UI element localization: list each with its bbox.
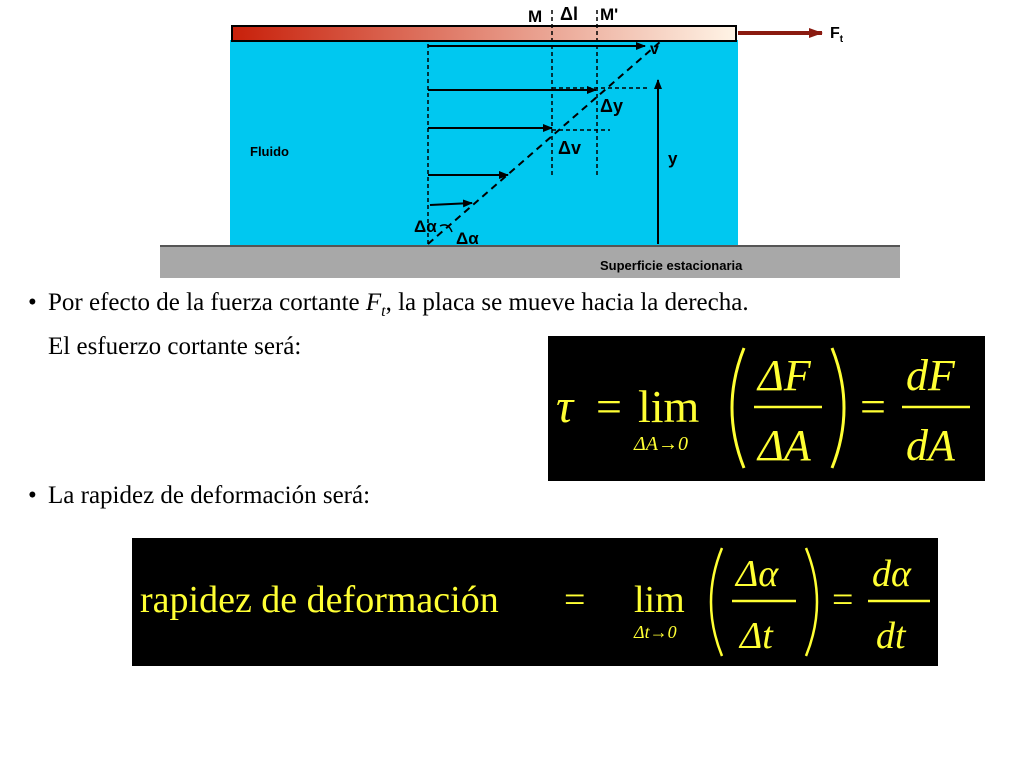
label-delta-y: Δy	[600, 96, 623, 116]
velocity-profile-line	[427, 41, 661, 245]
eq1-den: ΔA	[756, 421, 812, 470]
stationary-surface	[160, 246, 900, 278]
label-y: y	[668, 149, 678, 168]
eq1-left-paren	[730, 347, 746, 469]
label-surface: Superficie estacionaria	[600, 258, 743, 273]
bullet-1-var: F	[365, 289, 382, 316]
label-M-prime: M'	[600, 5, 618, 24]
eq1-dden: dA	[906, 421, 956, 470]
eq1-equals: =	[596, 381, 622, 432]
label-v: v	[650, 41, 659, 58]
label-force: Ft	[830, 25, 844, 45]
bullet-1-line-1: Por efecto de la fuerza cortante Ft, la …	[48, 288, 749, 327]
label-delta-l: Δl	[560, 4, 578, 24]
eq2-left-paren	[709, 547, 724, 657]
eq2-dden: dt	[876, 615, 907, 657]
bullet-1-text-post: , la placa se mueve hacia la derecha.	[385, 289, 749, 316]
eq1-equals2: =	[860, 381, 886, 432]
bullet-2-line-1: La rapidez de deformación será:	[48, 482, 371, 509]
label-M: M	[528, 7, 542, 26]
eq2-num: Δα	[734, 553, 779, 595]
bullet-1-text-pre: Por efecto de la fuerza cortante	[48, 289, 366, 316]
eq1-dnum: dF	[906, 351, 956, 400]
eq1-num: ΔF	[756, 351, 812, 400]
eq2-equals: =	[564, 579, 585, 621]
eq1-right-paren	[830, 347, 846, 469]
eq1-lim-sub: ΔA→0	[633, 433, 688, 455]
label-fluido: Fluido	[250, 144, 289, 159]
angle-arc	[439, 224, 453, 233]
eq2-right-paren	[804, 547, 819, 657]
equation-1-svg: τ = lim ΔA→0 ΔF ΔA = dF dA	[556, 347, 970, 470]
equation-shear-stress: τ = lim ΔA→0 ΔF ΔA = dF dA	[548, 336, 985, 481]
eq1-lim: lim	[638, 381, 700, 432]
bullet-dot: •	[28, 482, 37, 509]
eq1-tau: τ	[556, 380, 575, 433]
eq2-equals2: =	[832, 579, 853, 621]
eq2-den: Δt	[738, 615, 774, 657]
bullet-dot: •	[28, 289, 37, 316]
label-delta-v: Δv	[558, 138, 581, 158]
eq2-lhs: rapidez de deformación	[140, 579, 499, 621]
eq2-lim: lim	[634, 579, 685, 621]
equation-2-svg: rapidez de deformación = lim Δt→0 Δα Δt …	[140, 547, 930, 657]
moving-plate	[231, 25, 737, 42]
equation-deformation-rate: rapidez de deformación = lim Δt→0 Δα Δt …	[132, 538, 938, 666]
bullet-1-line-2: El esfuerzo cortante será:	[48, 333, 302, 360]
velocity-arrow	[429, 199, 473, 208]
fluid-region	[230, 40, 738, 248]
eq2-dnum: dα	[872, 553, 912, 595]
bullet-1-sub: t	[381, 303, 386, 320]
eq2-lim-sub: Δt→0	[633, 622, 677, 642]
label-delta-alpha-1: Δα	[414, 217, 437, 236]
shear-diagram: M Δl M' Ft v Δy Δv y Fluido Δα Δα Superf…	[160, 4, 900, 278]
label-delta-alpha-2: Δα	[456, 229, 479, 248]
